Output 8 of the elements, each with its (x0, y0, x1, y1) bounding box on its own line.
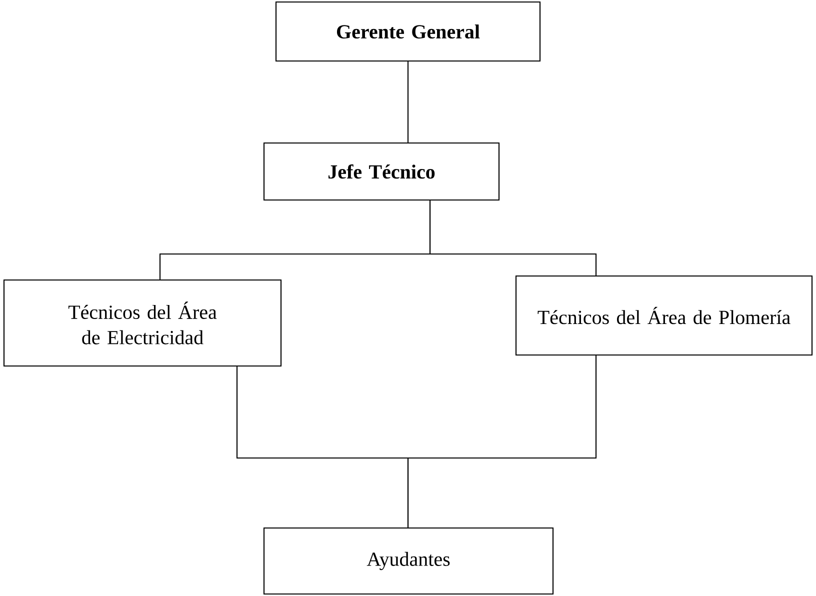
org-box: Técnicos del Área de Plomería (515, 275, 813, 356)
connector-line (429, 200, 597, 276)
connector-line (407, 355, 597, 528)
org-box: Técnicos del Área de Electricidad (3, 279, 282, 367)
connector-line (407, 61, 409, 143)
org-box: Gerente General (275, 1, 541, 62)
org-box: Ayudantes (263, 527, 554, 595)
org-box: Jefe Técnico (263, 142, 500, 201)
